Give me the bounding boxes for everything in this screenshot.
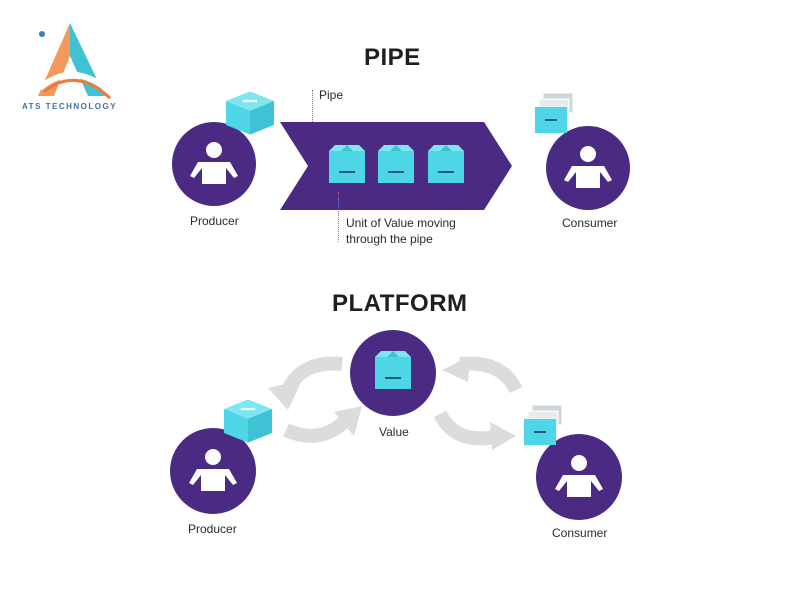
logo-text: ATS TECHNOLOGY xyxy=(22,102,118,111)
arrows-right xyxy=(430,350,540,450)
pipe-label: Pipe xyxy=(319,88,344,102)
pipe-producer-label: Producer xyxy=(190,214,239,228)
box-stack-icon xyxy=(523,404,563,446)
platform-consumer-label: Consumer xyxy=(552,526,608,540)
box-icon xyxy=(378,145,414,183)
arrows-left xyxy=(262,350,372,450)
pipe-consumer-circle xyxy=(546,126,630,210)
pipe-consumer-label: Consumer xyxy=(562,216,618,230)
box-icon xyxy=(329,145,365,183)
box-icon xyxy=(224,399,272,443)
box-icon xyxy=(226,91,274,135)
platform-producer-label: Producer xyxy=(188,522,237,536)
unit-label-line2: through the pipe xyxy=(346,232,433,246)
pipe-producer-circle xyxy=(172,122,256,206)
value-circle xyxy=(350,330,436,416)
platform-title: PLATFORM xyxy=(332,290,468,317)
pipe-title: PIPE xyxy=(364,44,421,71)
box-stack-icon xyxy=(534,92,574,134)
pipe-consumer-stack xyxy=(525,88,577,142)
cycle-arrow-icon xyxy=(268,356,362,443)
box-icon xyxy=(428,145,464,183)
cycle-arrow-icon xyxy=(433,356,523,450)
platform-producer-circle xyxy=(170,428,256,514)
platform-consumer-stack xyxy=(514,400,566,454)
unit-label-line1: Unit of Value moving xyxy=(346,216,456,230)
unit-marker-line xyxy=(338,192,339,242)
platform-consumer-circle xyxy=(536,434,622,520)
pipe-box-1 xyxy=(325,145,369,189)
platform-producer-box xyxy=(222,396,274,446)
logo: ATS TECHNOLOGY xyxy=(20,18,125,123)
pipe-box-3 xyxy=(424,145,468,189)
pipe-marker-line xyxy=(312,90,313,128)
logo-mark xyxy=(38,23,118,100)
pipe-producer-box xyxy=(224,88,276,138)
value-label: Value xyxy=(379,425,409,439)
pipe-box-2 xyxy=(374,145,418,189)
